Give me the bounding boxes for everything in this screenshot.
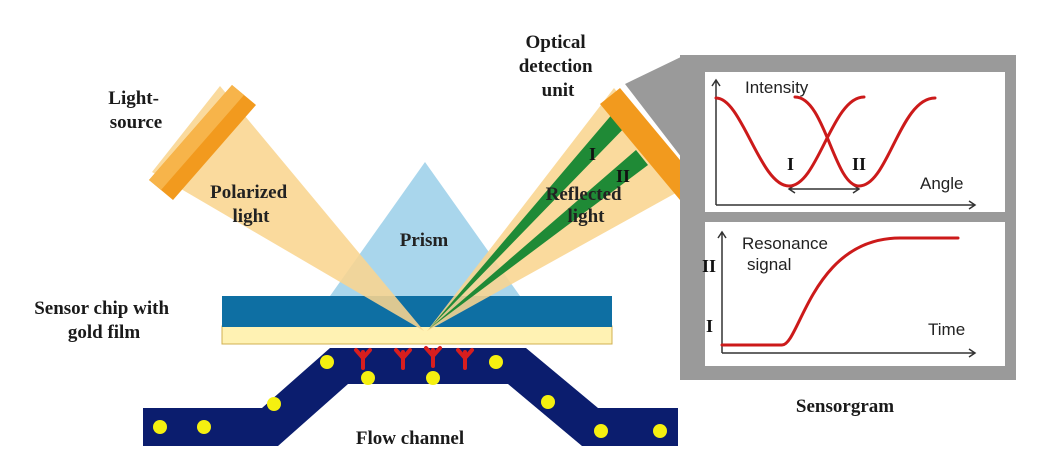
graph-bottom-ylabel-2: signal	[747, 255, 791, 274]
graph-bottom-y-axis	[717, 230, 727, 353]
gold-film	[221, 325, 613, 345]
light-source-face	[149, 85, 244, 190]
sensor-chip-label-2: gold film	[68, 322, 140, 343]
prism	[330, 162, 520, 296]
svg-text:Sensor chip with gold film: Sensor chip with gold film	[34, 298, 174, 343]
polarized-light-beam	[152, 86, 424, 331]
optical-detection-label-1: Optical	[526, 32, 586, 53]
particle	[653, 424, 667, 438]
svg-text:Reflected light: Reflected light	[546, 184, 627, 227]
particle	[153, 420, 167, 434]
antibody-icon	[456, 348, 474, 370]
light-source-label-2: source	[110, 112, 162, 133]
dip-I-label: I	[787, 154, 794, 174]
light-source-label-1: Light-	[108, 88, 159, 109]
reflected-ray-I	[429, 105, 632, 329]
sensorgram-label: Sensorgram	[796, 396, 894, 417]
graph-bottom-x-axis	[722, 348, 977, 358]
prism-label: Prism	[400, 230, 449, 251]
sensor-chip-label-1: Sensor chip with	[34, 298, 169, 319]
particle	[361, 371, 375, 385]
particle	[541, 395, 555, 409]
svg-text:Optical detection unit: Optical detection unit	[519, 32, 598, 101]
reflected-light-label-1: Reflected	[546, 184, 622, 205]
svg-text:Polarized light: Polarized light	[210, 182, 292, 227]
particle	[320, 355, 334, 369]
beam-I-label: I	[589, 144, 596, 164]
curve-I	[714, 95, 866, 188]
optical-detection-label-2: detection	[519, 56, 593, 77]
antibodies	[354, 346, 474, 370]
graph-top-xlabel: Angle	[920, 174, 963, 193]
polarized-light-label-1: Polarized	[210, 182, 287, 203]
flow-channel-label: Flow channel	[356, 428, 464, 449]
particles	[153, 355, 667, 438]
level-I-label: I	[706, 316, 713, 336]
particle	[594, 424, 608, 438]
curve-II	[793, 95, 937, 188]
svg-text:Light- source: Light- source	[108, 88, 163, 133]
graph-top-y-axis	[711, 78, 721, 205]
graph-bottom-ylabel-1: Resonance	[742, 234, 828, 253]
antibody-icon	[354, 348, 372, 370]
reflected-light-label-2: light	[568, 206, 606, 227]
dip-II-label: II	[852, 154, 866, 174]
level-II-label: II	[702, 256, 716, 276]
reflected-ray-II	[429, 150, 648, 329]
graph-top-x-axis	[716, 200, 977, 210]
particle	[267, 397, 281, 411]
particle	[426, 371, 440, 385]
particle	[197, 420, 211, 434]
graph-bottom-xlabel: Time	[928, 320, 965, 339]
optical-detector	[600, 88, 700, 200]
graph-top-ylabel: Intensity	[745, 78, 809, 97]
beam-II-label: II	[616, 166, 630, 186]
flow-channel	[143, 348, 678, 446]
antibody-icon	[424, 346, 442, 368]
resonance-curve	[720, 236, 960, 347]
particle	[489, 355, 503, 369]
svg-text:Resonance signal: Resonance signal	[742, 234, 833, 274]
sensor-chip	[222, 296, 612, 327]
reflected-light-beam	[427, 88, 692, 331]
polarized-light-label-2: light	[233, 206, 271, 227]
optical-detection-label-3: unit	[542, 80, 575, 101]
graph-bottom	[705, 222, 1005, 366]
antibody-icon	[394, 348, 412, 370]
